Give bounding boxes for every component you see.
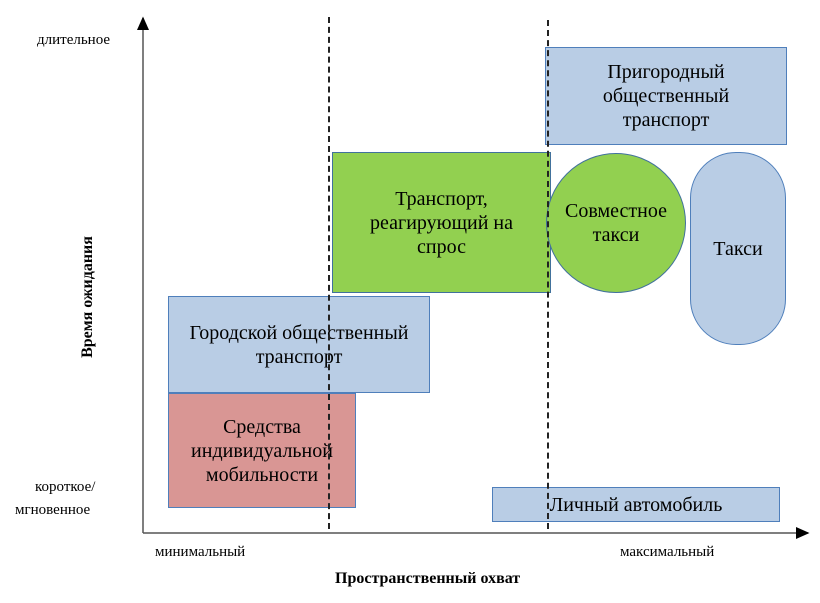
shared-taxi-circle: Совместное такси <box>546 153 686 293</box>
x-axis-title: Пространственный охват <box>335 570 521 587</box>
micromobility-label: Средства индивидуальной мобильности <box>191 415 333 486</box>
taxi-box: Такси <box>690 152 786 345</box>
shared-taxi-label: Совместное такси <box>565 200 667 246</box>
drt-label: Транспорт, реагирующий на спрос <box>370 187 513 258</box>
y-low-label-1: короткое/ <box>35 479 96 495</box>
taxi-label: Такси <box>713 237 763 260</box>
drt-box: Транспорт, реагирующий на спрос <box>332 152 551 293</box>
divider-line-1 <box>328 17 330 529</box>
car-box: Личный автомобиль <box>492 487 780 522</box>
y-high-label: длительное <box>37 32 111 48</box>
urban-transport-box: Городской общественный транспорт <box>168 296 430 393</box>
car-label: Личный автомобиль <box>549 493 723 516</box>
divider-line-2 <box>547 20 549 529</box>
y-axis-title: Время ожидания <box>79 236 96 358</box>
x-high-label: максимальный <box>620 544 715 560</box>
suburban-transport-box: Пригородный общественный транспорт <box>545 47 787 145</box>
urban-label: Городской общественный транспорт <box>189 321 409 368</box>
suburban-label: Пригородный общественный транспорт <box>602 61 730 131</box>
x-low-label: минимальный <box>155 544 246 560</box>
micromobility-box: Средства индивидуальной мобильности <box>168 393 356 508</box>
y-low-label-2: мгновенное <box>15 502 91 518</box>
